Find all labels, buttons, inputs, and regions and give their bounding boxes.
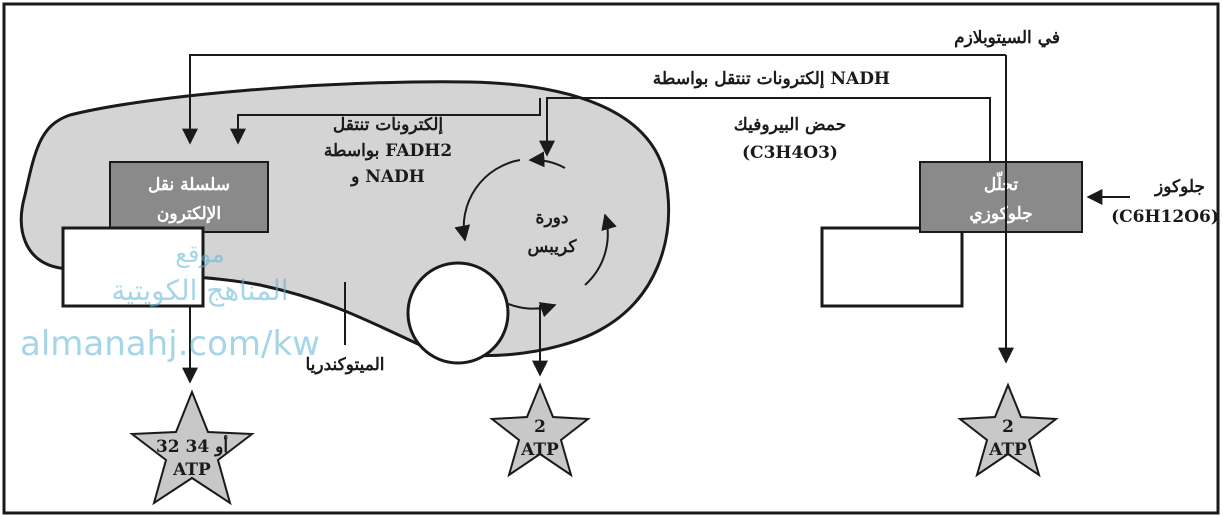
glycolysis-label-line2: جلوكوزي [969,204,1032,224]
atp-glycolysis-line2: ATP [988,440,1027,460]
watermark-url: almanahj.com/kw [20,324,320,364]
nadh-transfer-label: إلكترونات تنتقل بواسطة NADH [653,69,890,89]
fadh-label-line1: إلكترونات تنتقل [333,115,444,135]
glucose-formula-label: (C6H12O6) [1111,207,1219,227]
cytoplasm-label: في السيتوبلازم [954,28,1060,48]
fadh-label-line3: و NADH [349,167,425,187]
atp-krebs-line2: ATP [520,440,559,460]
empty-answer-circle [406,261,510,365]
etc-label-line2: الإلكترون [157,204,221,224]
glycolysis-box [919,161,1083,233]
mitochondria-label: الميتوكندريا [305,355,384,375]
krebs-arrow-top [528,151,566,169]
atp-glycolysis-line1: 2 [1002,417,1014,437]
glycolysis-label-line1: تحلّل [984,170,1018,195]
electron-transport-chain-box [109,161,269,233]
krebs-arrow-right [584,213,617,286]
krebs-label-line1: دورة [536,208,569,228]
glucose-label: جلوكوز [1153,177,1205,197]
atp-etc-line1: 32 أو 34 [156,434,228,457]
pyruvic-acid-label: حمض البيروفيك [734,115,846,135]
fadh2-arrow [230,98,541,145]
atp-star-krebs [489,382,591,478]
fadh-label-line2: بواسطة FADH2 [324,141,452,161]
pyruvic-formula-label: (C3H4O3) [742,143,838,163]
atp-krebs-line1: 2 [534,417,546,437]
etc-label-line1: سلسلة نقل [148,175,230,195]
atp-star-glycolysis [957,382,1059,478]
atp-etc-line2: ATP [172,460,211,480]
krebs-label-line2: كريبس [527,237,577,257]
mitochondria-shape [19,80,670,358]
watermark-line1: موقع [175,240,225,268]
krebs-arrow-left [454,159,521,242]
watermark-line2: المناهج الكويتية [111,274,288,307]
cytoplasm-line [182,54,1006,145]
nadh-line [539,97,991,162]
atp-star-etc [129,389,255,506]
empty-answer-box-right [820,226,964,308]
empty-answer-box-left [61,226,205,308]
